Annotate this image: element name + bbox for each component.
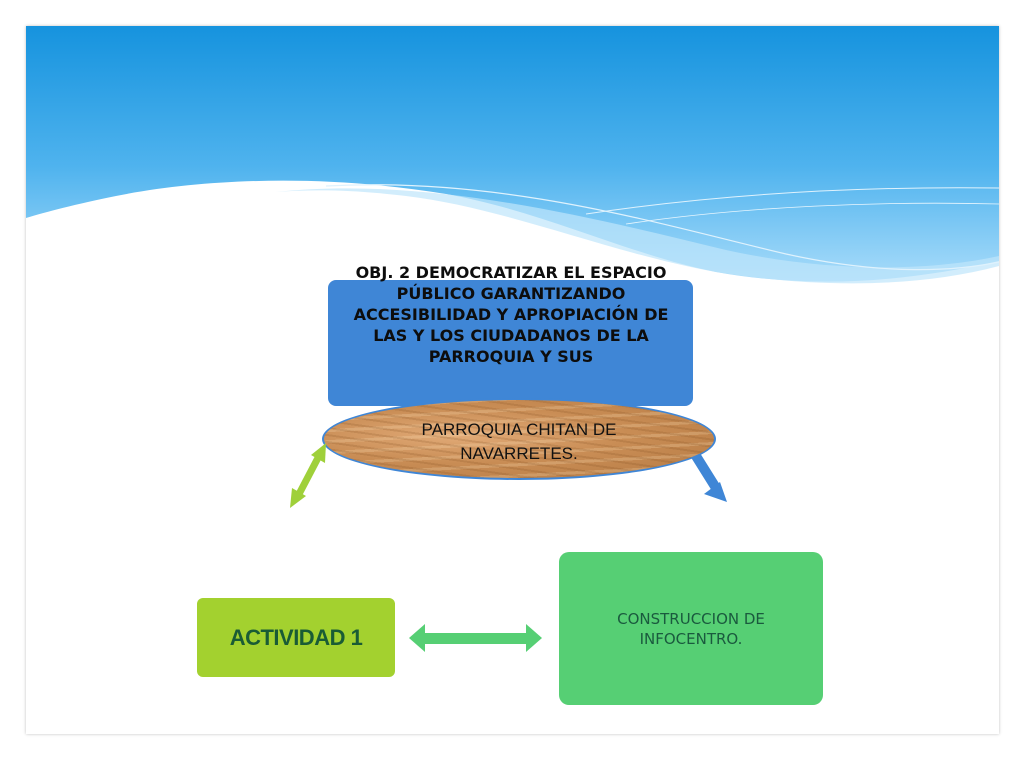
arrow-right-down (691, 453, 727, 502)
construction-label: CONSTRUCCION DE INFOCENTRO. (617, 609, 765, 648)
objective-box (328, 280, 693, 406)
connector-arrows (290, 443, 727, 652)
objective-text: OBJ. 2 DEMOCRATIZAR EL ESPACIO PÚBLICO G… (353, 263, 669, 366)
double-arrow-left (290, 443, 326, 508)
slide: OBJ. 2 DEMOCRATIZAR EL ESPACIO PÚBLICO G… (26, 26, 999, 734)
sky-wave-banner (26, 26, 999, 284)
parish-oval: PARROQUIA CHITAN DE NAVARRETES. (322, 398, 716, 480)
activity-box: ACTIVIDAD 1 (197, 598, 395, 677)
activity-label: ACTIVIDAD 1 (229, 624, 363, 650)
construction-box: CONSTRUCCION DE INFOCENTRO. (559, 552, 823, 705)
parish-label: PARROQUIA CHITAN DE NAVARRETES. (421, 420, 617, 463)
double-arrow-horizontal (409, 624, 542, 652)
